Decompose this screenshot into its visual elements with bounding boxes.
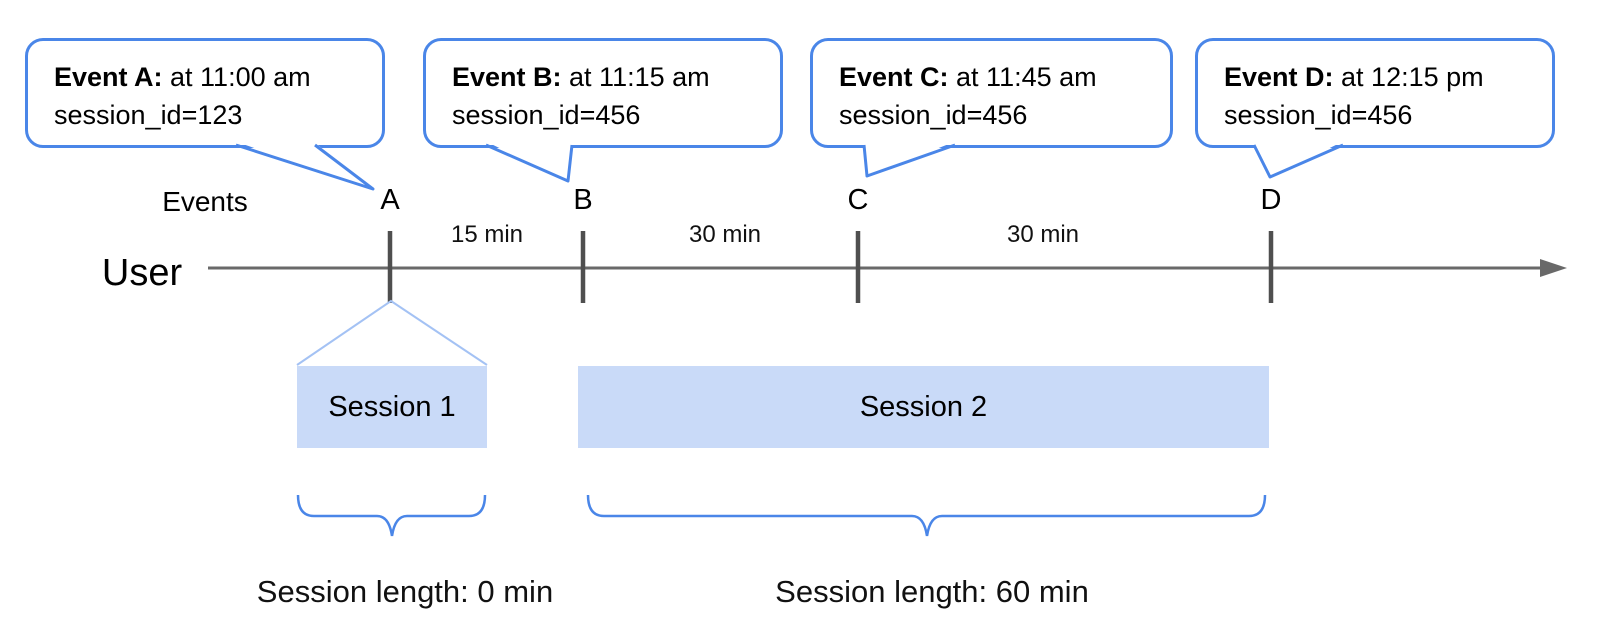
session-1-length-label: Session length: 0 min — [256, 574, 554, 609]
event-c-callout-line1: Event C: at 11:45 am — [839, 58, 1152, 96]
event-a-callout: Event A: at 11:00 am session_id=123 — [25, 38, 385, 148]
timeline-arrow — [208, 259, 1567, 277]
event-a-callout-tail — [235, 142, 375, 191]
session-2-length-label: Session length: 60 min — [775, 574, 1089, 609]
event-a-session-id: session_id=123 — [54, 100, 243, 130]
events-row-label: Events — [162, 186, 248, 217]
event-d-title: Event D: — [1224, 62, 1334, 92]
event-a-title: Event A: — [54, 62, 163, 92]
session-2-box: Session 2 — [578, 366, 1269, 448]
event-d-letter: D — [1260, 184, 1282, 216]
user-row-label: User — [101, 252, 183, 294]
event-c-time: at 11:45 am — [948, 62, 1097, 92]
event-d-callout-line1: Event D: at 12:15 pm — [1224, 58, 1534, 96]
event-d-session-id: session_id=456 — [1224, 100, 1413, 130]
session-1-box: Session 1 — [297, 366, 487, 448]
event-c-letter: C — [847, 184, 869, 216]
event-b-session-id: session_id=456 — [452, 100, 641, 130]
event-d-callout: Event D: at 12:15 pm session_id=456 — [1195, 38, 1555, 148]
session-2-brace — [586, 494, 1267, 537]
event-c-title: Event C: — [839, 62, 949, 92]
event-a-letter: A — [380, 184, 400, 216]
event-d-time: at 12:15 pm — [1333, 62, 1484, 92]
event-b-callout-line1: Event B: at 11:15 am — [452, 58, 762, 96]
event-b-letter: B — [573, 184, 593, 216]
event-c-session-id: session_id=456 — [839, 100, 1028, 130]
session-1-label: Session 1 — [328, 390, 456, 423]
interval-b-c-label: 30 min — [688, 221, 762, 248]
event-a-callout-line1: Event A: at 11:00 am — [54, 58, 364, 96]
interval-c-d-label: 30 min — [1006, 221, 1080, 248]
event-a-time: at 11:00 am — [162, 62, 311, 92]
interval-a-b-label: 15 min — [450, 221, 524, 248]
session-2-label: Session 2 — [859, 390, 988, 423]
session-1-brace — [296, 494, 487, 537]
event-b-callout: Event B: at 11:15 am session_id=456 — [423, 38, 783, 148]
event-a-session-connector — [296, 299, 488, 366]
event-c-callout: Event C: at 11:45 am session_id=456 — [810, 38, 1173, 148]
event-b-time: at 11:15 am — [561, 62, 710, 92]
event-b-title: Event B: — [452, 62, 562, 92]
